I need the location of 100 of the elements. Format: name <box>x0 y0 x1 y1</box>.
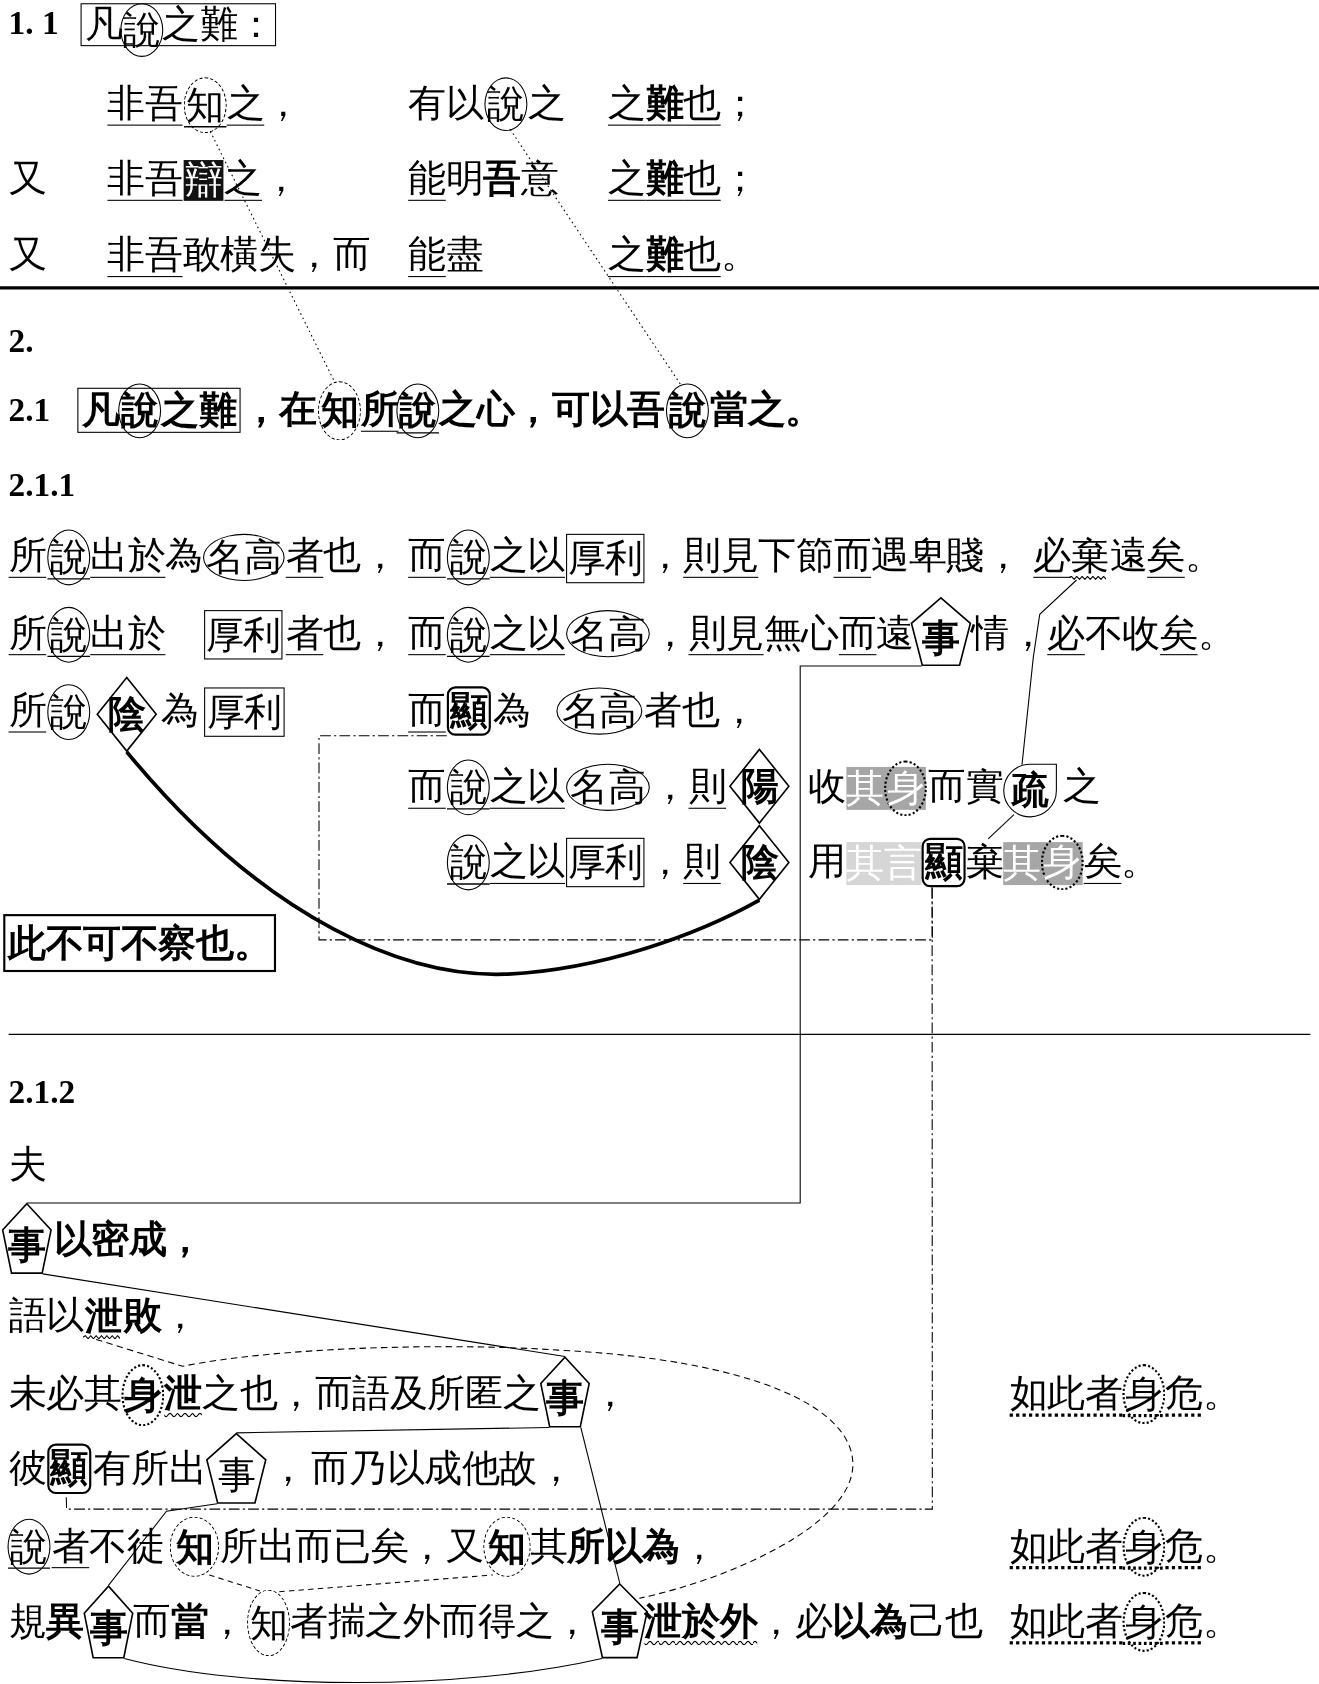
text-run: 而實 <box>928 768 1004 810</box>
text-run: 之 <box>528 84 567 127</box>
connecting-line <box>580 1426 621 1584</box>
text-run: 之 <box>1063 768 1101 810</box>
rounded-box: 顯 <box>921 837 966 888</box>
text-run: 也， <box>323 614 399 657</box>
dashed-line <box>278 1574 494 1593</box>
dotted-circle: 身 <box>1040 834 1084 891</box>
section-number: 2.1.1 <box>8 466 76 506</box>
text-run: 之難也 <box>607 84 721 127</box>
text-run: 無心 <box>763 614 839 657</box>
text-run: 。 <box>1203 1602 1241 1645</box>
text-run: 則 <box>683 843 721 885</box>
text-run: 未必其 <box>8 1374 122 1417</box>
text-run: 而 <box>408 768 446 810</box>
text-run: 者揣之外而得之， <box>290 1602 591 1645</box>
text-run: 。 <box>1203 1527 1241 1570</box>
text-run: 用 <box>807 843 846 885</box>
section-number: 2.1.2 <box>8 1073 76 1113</box>
pentagon: 事 <box>206 1432 267 1504</box>
text-run: ， <box>645 537 684 579</box>
text-run: 。 <box>720 236 759 279</box>
text-run: ， <box>590 1374 629 1417</box>
text-run: 語以 <box>8 1296 84 1339</box>
diamond: 陽 <box>729 748 790 824</box>
text-run: 出於 <box>90 614 166 657</box>
connecting-line <box>235 1426 550 1434</box>
text-run: 者 <box>285 537 324 579</box>
text-run: 以密成， <box>53 1221 205 1263</box>
connecting-line <box>42 1273 566 1358</box>
dash-dot-line <box>65 886 933 1510</box>
text-run: 能 <box>408 160 446 202</box>
pentagon: 事 <box>540 1356 590 1428</box>
text-run: ， <box>650 614 689 657</box>
text-run: ； <box>720 84 759 127</box>
curved-line <box>123 1657 603 1684</box>
circled-character: 說 <box>47 529 91 586</box>
highlighted-character: 辯 <box>183 160 224 201</box>
section-number: 2. <box>8 322 34 362</box>
text-run: ，在 <box>241 390 317 433</box>
text-run: 之 <box>226 84 265 127</box>
text-run: 之心，可以吾 <box>439 390 665 433</box>
text-run: 者也， <box>644 691 758 734</box>
text-run: 危 <box>1165 1374 1203 1417</box>
text-run: 非吾 <box>107 236 183 279</box>
text-run: 而 <box>408 537 446 579</box>
text-run: 必 <box>1033 537 1071 579</box>
text-run: ， <box>264 84 302 127</box>
text-run: 之以 <box>489 843 565 885</box>
text-run: 所 <box>8 614 47 657</box>
text-run: 下節 <box>758 537 834 579</box>
text-run: 當之。 <box>710 390 823 433</box>
text-run: 者 <box>285 614 324 657</box>
section-number: 1. 1 <box>8 4 59 44</box>
text-run: 之也，而語及所匿之 <box>201 1374 541 1417</box>
text-run: 收 <box>807 768 846 810</box>
text-run: 則 <box>688 768 727 810</box>
connecting-line <box>987 814 1015 840</box>
text-run: 有所出 <box>93 1450 207 1492</box>
text-run: 之難也 <box>607 236 721 279</box>
text-run: 又 <box>8 236 47 279</box>
text-run: 為 <box>161 691 199 734</box>
text-run: ，必以為己也 <box>757 1602 983 1645</box>
text-run: 則見 <box>683 537 759 579</box>
dotted-circle: 身 <box>1122 1591 1166 1652</box>
text-run: 敗， <box>123 1296 199 1339</box>
text-run: 而 <box>838 614 877 657</box>
text-run: 所 <box>8 691 47 734</box>
text-run: 之 <box>224 160 263 202</box>
text-run: 。 <box>1121 843 1159 885</box>
text-run: 所出而已矣，又 <box>220 1527 484 1570</box>
curved-line <box>125 750 761 977</box>
text-run: 矣 <box>1083 843 1122 885</box>
text-run: ， <box>262 160 300 202</box>
text-run: 所 <box>360 390 399 433</box>
text-run: 盡 <box>445 236 484 279</box>
text-run: 。 <box>1203 1374 1241 1417</box>
text-run: 者 <box>51 1527 90 1570</box>
text-run: 危 <box>1165 1602 1203 1645</box>
text-run: 夫 <box>8 1146 47 1188</box>
rounded-box: 顯 <box>446 686 491 736</box>
pentagon: 事 <box>910 597 971 666</box>
text-run: 非吾 <box>107 84 183 127</box>
text-run: 之以 <box>489 768 565 810</box>
text-run: 。 <box>1197 614 1236 657</box>
text-run: 不收 <box>1084 614 1161 657</box>
text-run: 之難也 <box>607 160 721 202</box>
dash-dot-line <box>318 735 933 941</box>
text-run: 如此者 <box>1009 1602 1123 1645</box>
text-run: 危 <box>1165 1527 1203 1570</box>
diamond: 陰 <box>96 676 157 752</box>
circled-character: 說 <box>446 834 490 891</box>
text-run: 有以 <box>408 84 484 127</box>
pentagon: 事 <box>83 1585 134 1659</box>
text-run: 之以 <box>489 537 565 579</box>
text-run: 情， <box>971 614 1047 657</box>
circled-character: 說 <box>446 529 490 586</box>
text-run: 所 <box>8 537 47 579</box>
text-run: ， <box>268 1450 307 1492</box>
text-run: 如此者 <box>1009 1374 1123 1417</box>
